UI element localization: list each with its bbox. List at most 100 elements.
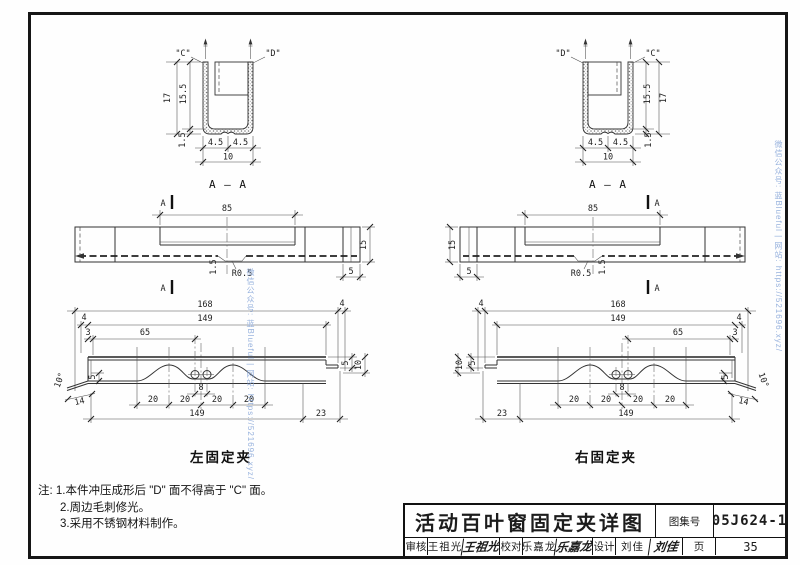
dim-1-5: 1.5 [598,259,608,274]
dim-angle-10deg: 10° [756,371,771,389]
dim-20: 20 [569,395,579,405]
dim-20: 20 [212,395,222,405]
face-c-label: "C" [645,49,660,59]
left-clamp-section-aa-drawing: "C" "D" 17 15.5 1.5 4.5 4.5 10 A — A [163,37,281,191]
cut-a-label: A [654,284,659,294]
dim-149: 149 [197,314,212,324]
dim-15: 15 [359,240,369,250]
dim-149: 149 [618,409,633,419]
dim-23: 23 [497,409,507,419]
note-line-2: 2.周边毛刺修光。 [60,501,151,514]
dim-17: 17 [659,93,669,103]
dim-10: 10 [354,360,364,370]
dim-r0-5: R0.5 [232,269,252,279]
section-label: A — A [209,178,247,191]
dim-4: 4 [81,313,86,323]
dim-15-5: 15.5 [179,84,189,104]
left-clamp-caption: 左固定夹 [190,450,252,465]
dim-5: 5 [341,360,351,365]
dim-angle-10deg: 10° [53,371,68,389]
dim-65: 65 [673,328,683,338]
notes-prefix: 注: [38,485,53,497]
dim-4-5: 4.5 [613,138,628,148]
right-clamp-section-aa-drawing: "D" "C" 17 15.5 1.5 4.5 4.5 10 A — A [555,37,671,191]
dim-1-5: 1.5 [178,132,188,147]
reviewer-label: 审核 [405,541,427,553]
dim-20: 20 [601,395,611,405]
sheet-border [28,12,788,559]
dim-4: 4 [339,299,344,309]
right-clamp-plan-drawing: 85 A A 15 5 R0.5 1.5 [443,193,747,296]
page-number: 35 [715,538,785,555]
cut-a-label: A [160,284,165,294]
drawing-title: 活动百叶窗固定夹详图 [415,512,645,535]
dim-4-5: 4.5 [208,138,223,148]
face-d-label: "D" [555,49,570,59]
dim-4-5: 4.5 [588,138,603,148]
checker-label: 校对 [499,538,522,555]
page-label: 页 [682,538,715,555]
note-line-3: 3.采用不锈钢材料制作。 [60,518,185,530]
dim-10: 10 [455,360,465,370]
dim-168: 168 [197,300,212,310]
cut-a-label: A [160,199,165,209]
dim-r0-5: R0.5 [571,269,591,279]
atlas-number-label: 图集号 [655,505,713,537]
designer-signature: 刘佳 [647,537,684,556]
designer-label: 设计 [592,538,615,555]
designer-name: 刘佳 [615,538,649,555]
dim-5: 5 [468,360,478,365]
face-d-label: "D" [265,49,280,59]
title-block-row-1: 活动百叶窗固定夹详图 图集号 05J624-1 [405,505,785,538]
dim-20: 20 [244,395,254,405]
dim-168: 168 [610,300,625,310]
atlas-number: 05J624-1 [713,505,785,537]
dim-4-5: 4.5 [233,138,248,148]
dim-15: 15 [448,240,458,250]
note-text: 1.本件冲压成形后 "D" 面不得高于 "C" 面。 [55,485,273,497]
dim-3: 3 [85,328,90,338]
dim-8: 8 [198,383,203,393]
dim-17: 17 [163,93,173,103]
dim-20: 20 [633,395,643,405]
dim-1-5: 1.5 [644,132,654,147]
note-line-1: 注: 1.本件冲压成形后 "D" 面不得高于 "C" 面。 [38,483,272,500]
dim-14: 14 [737,396,749,408]
dim-14: 14 [74,396,86,408]
dim-5: 5 [721,374,731,379]
dim-10: 10 [603,153,613,163]
dim-5: 5 [88,374,98,379]
dim-149: 149 [189,409,204,419]
dim-20: 20 [180,395,190,405]
dim-1-5: 1.5 [209,259,219,274]
left-clamp-elevation-drawing: 168 4 149 4 3 65 5 5 10 8 20 20 20 20 14… [53,299,371,424]
dim-85: 85 [588,204,598,214]
dim-65: 65 [140,328,150,338]
reviewer-signature: 王祖光 [460,537,501,556]
left-clamp-plan-drawing: 85 A A 15 5 R0.5 1.5 [73,193,377,296]
dim-149: 149 [610,314,625,324]
cut-a-label: A [654,199,659,209]
dim-8: 8 [619,383,624,393]
title-block: 活动百叶窗固定夹详图 图集号 05J624-1 审核 王祖光 王祖光 校对 乐嘉… [403,503,785,556]
section-label: A — A [589,178,627,191]
face-c-label: "C" [175,49,190,59]
title-block-row-2: 审核 王祖光 王祖光 校对 乐嘉龙 乐嘉龙 设计 刘佳 刘佳 页 35 [405,537,785,556]
dim-4: 4 [736,313,741,323]
dim-20: 20 [665,395,675,405]
reviewer-name: 王祖光 [427,538,462,555]
dim-5: 5 [348,267,353,277]
checker-signature: 乐嘉龙 [553,537,594,556]
dim-3: 3 [732,328,737,338]
notes-block: 注: 1.本件冲压成形后 "D" 面不得高于 "C" 面。 2.周边毛刺修光。 … [38,483,272,533]
checker-name: 乐嘉龙 [522,538,555,555]
dim-15-5: 15.5 [643,84,653,104]
dim-23: 23 [316,409,326,419]
dim-10: 10 [223,153,233,163]
dim-85: 85 [222,204,232,214]
dim-4: 4 [478,299,483,309]
right-clamp-caption: 右固定夹 [575,450,637,465]
right-clamp-elevation-drawing: 168 4 149 4 3 65 5 5 10 8 20 20 20 20 14… [452,299,771,424]
dim-5: 5 [466,267,471,277]
